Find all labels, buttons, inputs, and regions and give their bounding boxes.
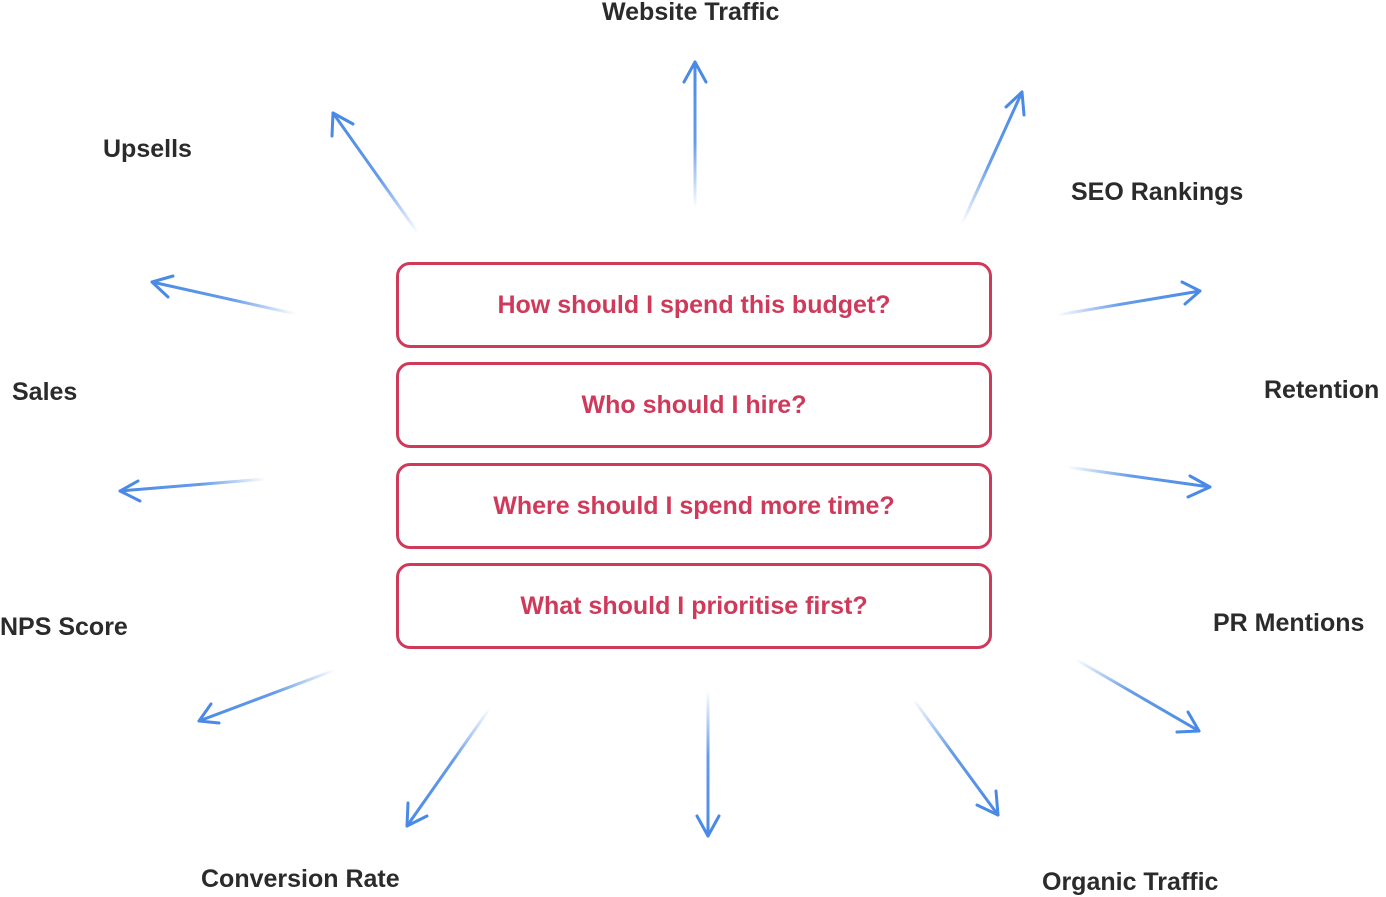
arrow-left-lower: [197, 668, 337, 725]
metric-conversion-rate: Conversion Rate: [201, 865, 400, 893]
arrow-organic: [911, 697, 1000, 817]
question-box-budget: How should I spend this budget?: [396, 262, 992, 348]
arrow-conversion: [405, 706, 492, 828]
question-box-time: Where should I spend more time?: [396, 463, 992, 549]
question-box-hire: Who should I hire?: [396, 362, 992, 448]
metric-organic-traffic: Organic Traffic: [1042, 868, 1219, 896]
metric-seo-rankings: SEO Rankings: [1071, 178, 1244, 206]
metric-sales: Sales: [12, 378, 78, 406]
arrow-left-middle: [118, 477, 268, 503]
question-label: Who should I hire?: [581, 390, 807, 419]
question-label: How should I spend this budget?: [497, 290, 891, 319]
metric-pr-mentions: PR Mentions: [1213, 609, 1365, 637]
metric-upsells: Upsells: [103, 135, 192, 163]
arrow-right-upper: [1055, 280, 1202, 317]
question-box-prioritise: What should I prioritise first?: [396, 563, 992, 649]
question-label: What should I prioritise first?: [520, 591, 868, 620]
arrow-right-middle: [1065, 465, 1212, 499]
metric-retention: Retention: [1264, 376, 1380, 404]
arrow-right-lower: [1073, 657, 1201, 734]
metric-website-traffic: Website Traffic: [602, 0, 780, 26]
metric-nps-score: NPS Score: [0, 613, 128, 641]
arrow-upsells: [330, 111, 420, 235]
arrow-seo: [960, 90, 1026, 226]
arrow-left-upper: [150, 274, 298, 316]
arrow-down: [695, 689, 721, 838]
arrow-up: [682, 60, 708, 210]
question-label: Where should I spend more time?: [493, 491, 895, 520]
